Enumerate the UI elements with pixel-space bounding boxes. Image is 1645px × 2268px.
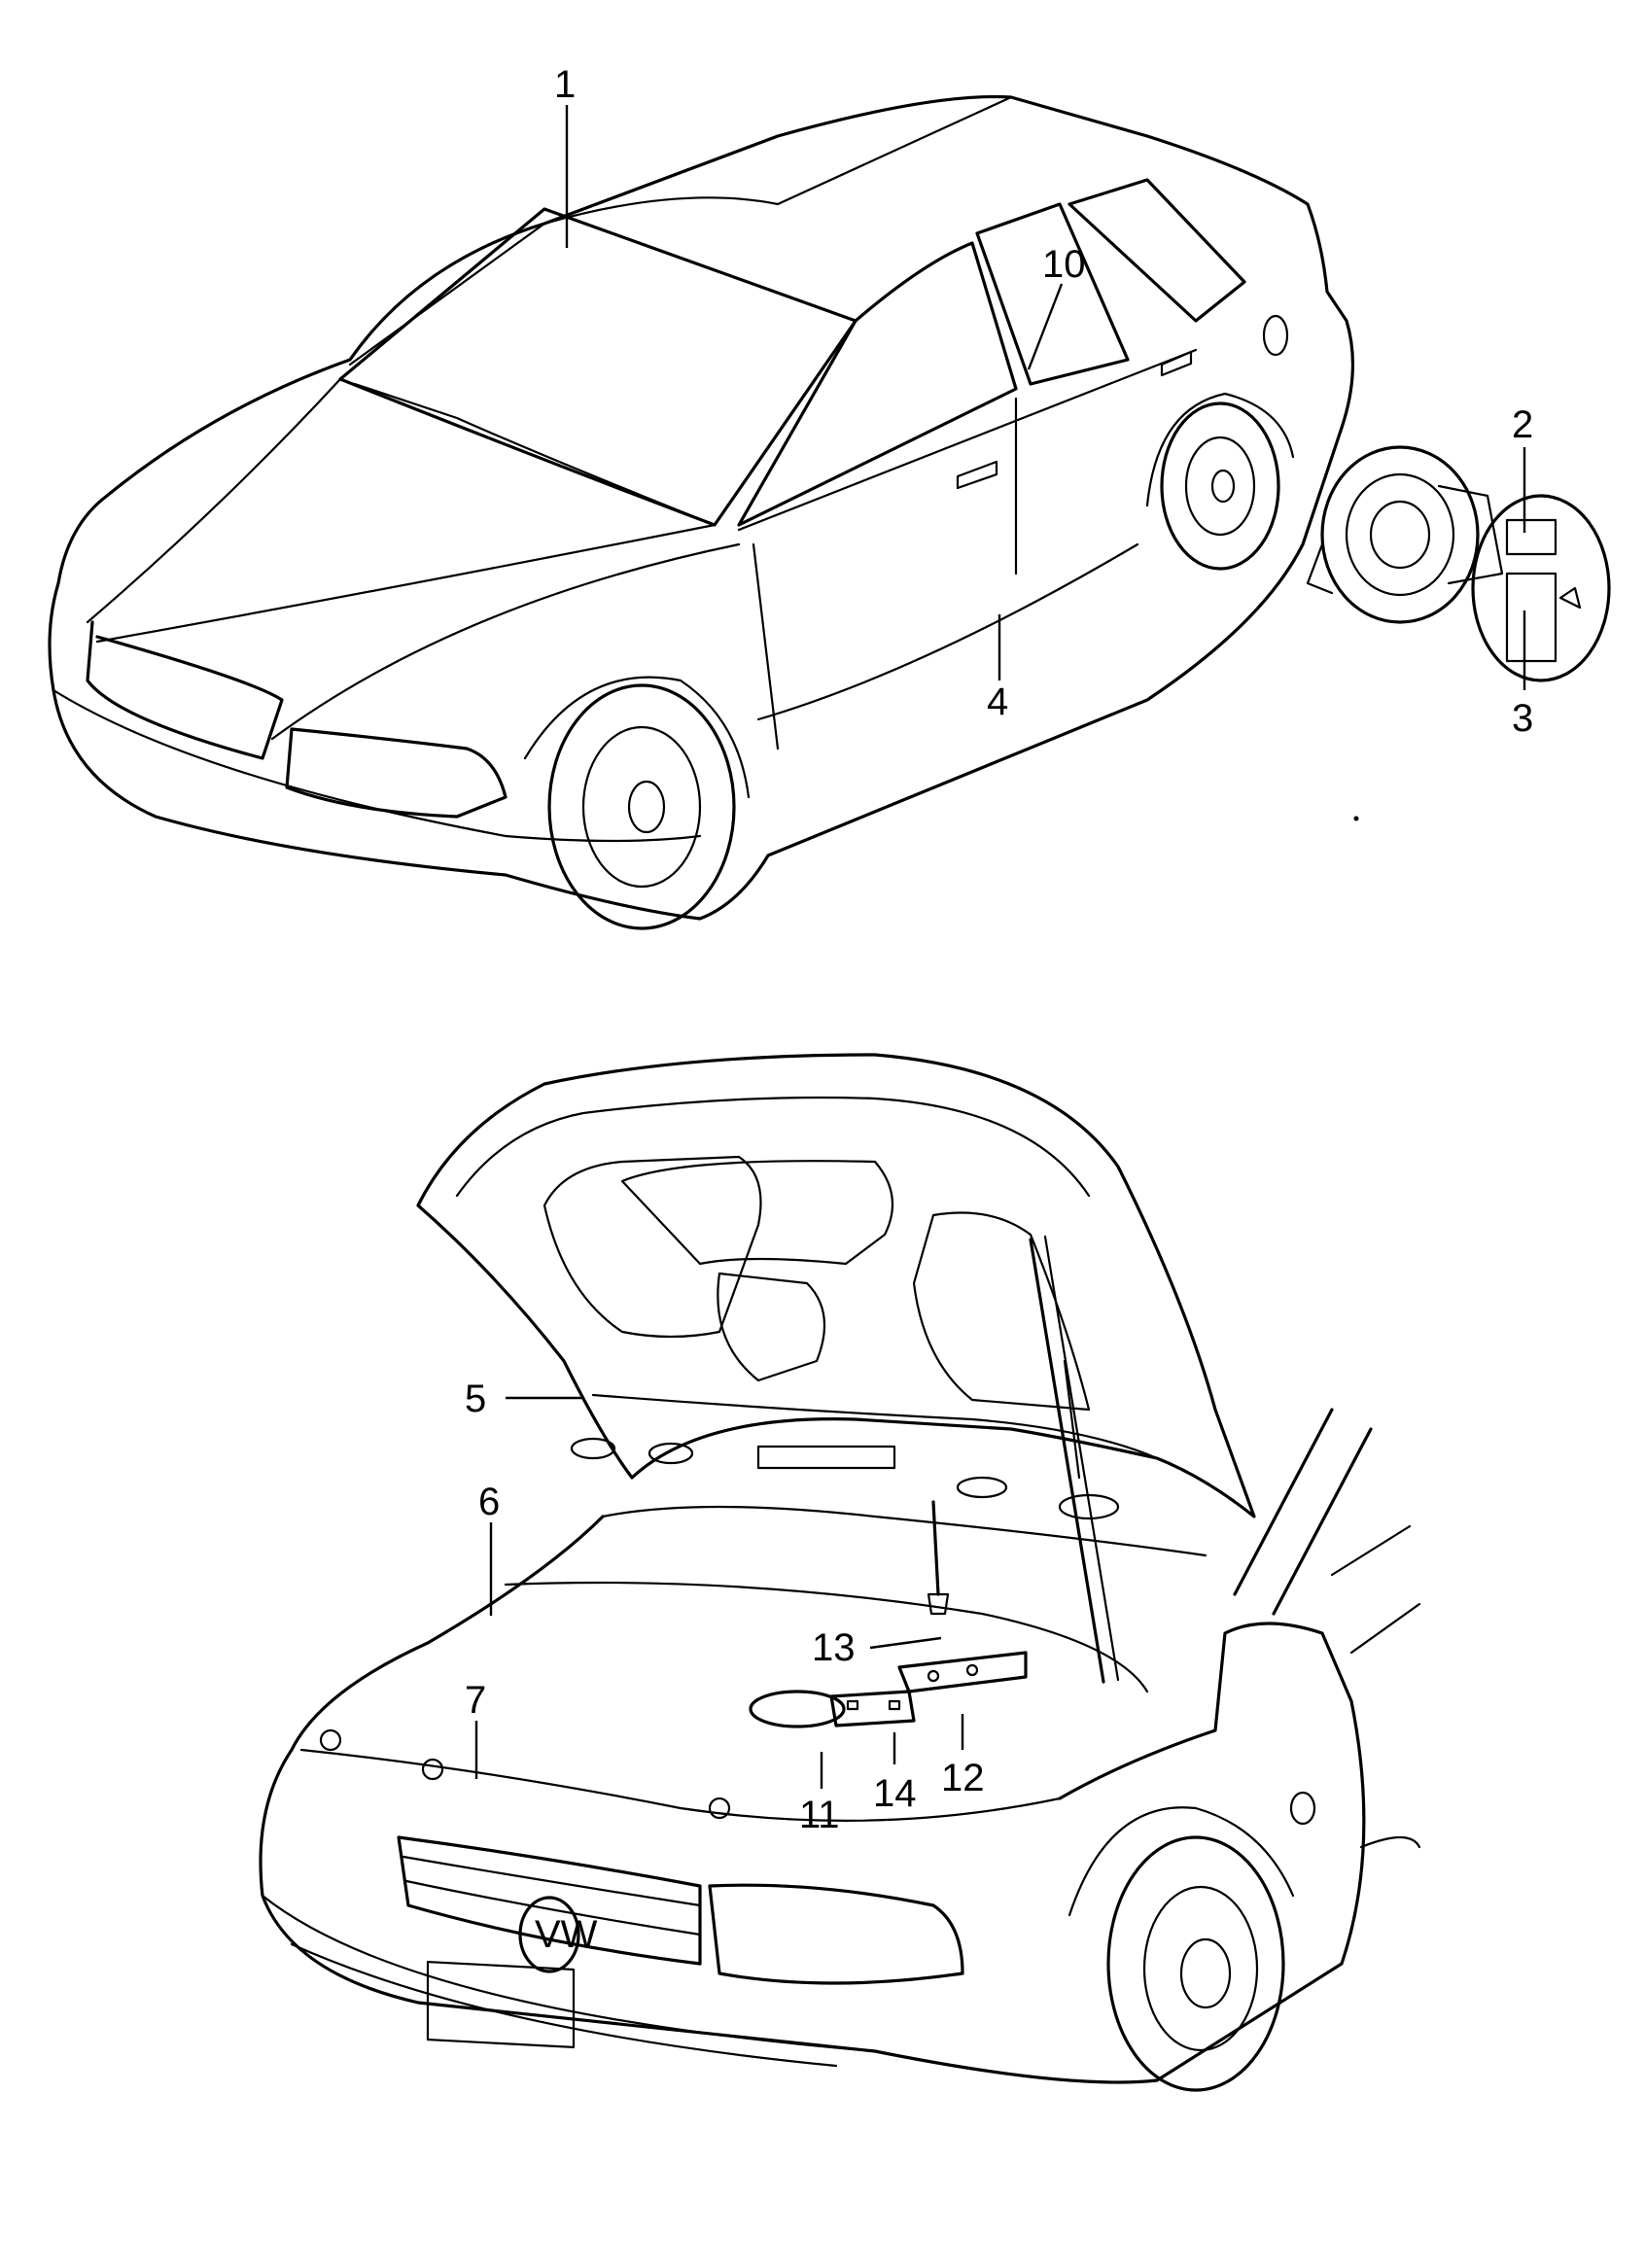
callout-11: 11 — [799, 1794, 840, 1836]
svg-text:VW: VW — [535, 1913, 598, 1956]
part-13-rivet — [931, 1500, 940, 1596]
callout-4: 4 — [987, 680, 1008, 723]
callout-numbers: 1 2 3 4 5 6 7 10 11 12 13 14 — [465, 63, 1533, 1836]
open-hood-illustration: VW — [259, 1053, 1421, 2092]
callout-14: 14 — [873, 1772, 917, 1815]
fuel-filler-flap-illustration — [1306, 445, 1611, 682]
sedan-illustration — [48, 94, 1355, 930]
leader-lines — [474, 105, 1526, 1789]
part-14-plate — [829, 1690, 916, 1727]
callout-10: 10 — [1042, 243, 1086, 286]
callout-7: 7 — [465, 1679, 486, 1722]
callout-12: 12 — [941, 1757, 985, 1799]
part-12-bracket — [897, 1651, 1028, 1693]
callout-6: 6 — [478, 1481, 500, 1523]
callout-5: 5 — [465, 1378, 486, 1420]
part-11-label — [749, 1690, 846, 1728]
callout-2: 2 — [1512, 403, 1533, 446]
stray-dot — [1353, 816, 1359, 821]
callout-13: 13 — [812, 1626, 856, 1669]
callout-3: 3 — [1512, 697, 1533, 740]
callout-1: 1 — [554, 63, 576, 106]
